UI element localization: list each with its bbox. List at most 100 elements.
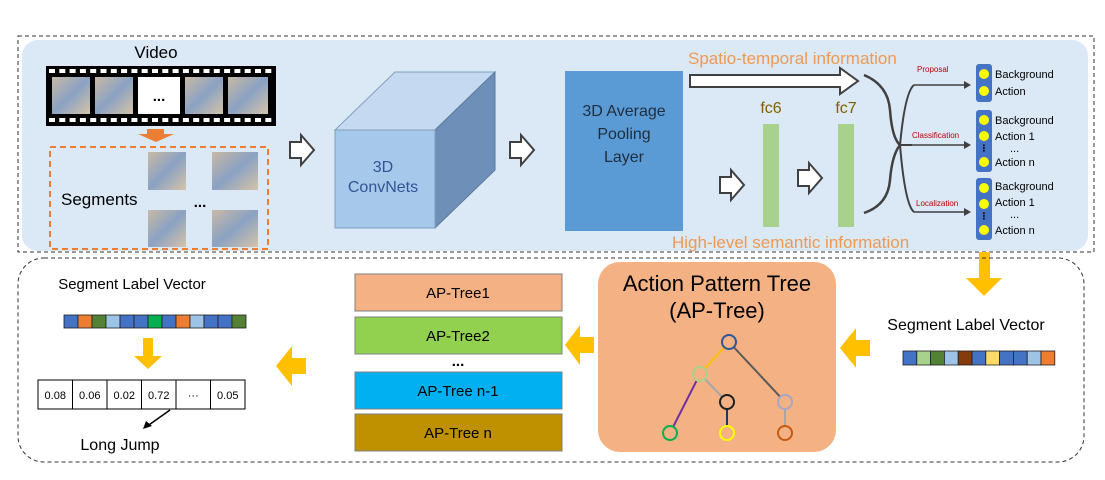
ap-tree-item-n-1-label: AP-Tree n-1 bbox=[417, 383, 498, 400]
localization-item-background: Background bbox=[995, 181, 1054, 193]
film-hole bbox=[49, 69, 55, 73]
tree-node bbox=[719, 394, 735, 410]
tree-node bbox=[692, 366, 708, 382]
film-hole bbox=[69, 69, 76, 73]
ap-tree-item-2 bbox=[354, 316, 563, 355]
fc6-to-fc7-arrow bbox=[797, 160, 824, 196]
spatio-temporal-label: Spatio-temporal information bbox=[688, 49, 897, 68]
proposal-item-action: Action bbox=[995, 86, 1026, 98]
segment-frame bbox=[148, 152, 186, 190]
film-hole bbox=[213, 69, 220, 73]
ap-tree-item-n-label: AP-Tree n bbox=[424, 425, 492, 442]
localization-item-action-n: Action n bbox=[995, 225, 1035, 237]
vector-cell bbox=[231, 314, 247, 329]
tree-node-leaf bbox=[777, 425, 793, 441]
segment-frame bbox=[212, 152, 258, 190]
top-panel bbox=[22, 40, 1088, 251]
video-ellipsis: ... bbox=[153, 88, 166, 105]
localization-arrowhead bbox=[964, 208, 971, 216]
pooling-label-line2: Pooling bbox=[597, 126, 650, 143]
vector-cell bbox=[971, 350, 987, 366]
segment-frame bbox=[212, 210, 258, 247]
vector-cell bbox=[189, 314, 205, 329]
film-hole bbox=[244, 118, 251, 122]
classification-item-action-n: Action n bbox=[995, 157, 1035, 169]
film-hole bbox=[100, 69, 107, 73]
film-hole bbox=[59, 118, 66, 122]
vector-cell bbox=[930, 350, 945, 366]
vector-cell bbox=[957, 350, 973, 366]
tree-node-leaf bbox=[662, 425, 678, 441]
vector-to-aptree-arrow bbox=[840, 328, 870, 368]
film-hole bbox=[110, 69, 117, 73]
film-hole bbox=[265, 118, 272, 122]
video-frame bbox=[52, 77, 90, 114]
brace-to-proposal bbox=[899, 84, 915, 146]
probability-cell bbox=[37, 379, 73, 410]
video-frame bbox=[185, 77, 223, 114]
proposal-dot-background bbox=[979, 69, 989, 79]
ap-tree-item-n-1 bbox=[354, 371, 563, 410]
film-hole bbox=[90, 69, 97, 73]
fc6-bar bbox=[763, 124, 779, 227]
segment-label-vector-left-title: Segment Label Vector bbox=[58, 276, 206, 293]
proposal-dot-action bbox=[979, 86, 989, 96]
list-to-probabilities-arrow bbox=[276, 346, 306, 386]
convnets-to-pooling-arrow bbox=[509, 132, 536, 168]
video-to-segments-arrow bbox=[138, 129, 174, 142]
film-hole bbox=[255, 69, 261, 73]
pooling-label-line1: 3D Average bbox=[582, 103, 665, 120]
ap-tree-item-n bbox=[354, 413, 563, 452]
probability-cell bbox=[175, 379, 211, 410]
film-hole bbox=[49, 118, 55, 122]
top-panel-border bbox=[17, 35, 1095, 253]
classification-item-ellipsis: ... bbox=[1010, 143, 1019, 155]
convnets-label-line2: ConvNets bbox=[348, 179, 418, 196]
pooling-to-fc6-arrow bbox=[719, 167, 746, 203]
video-film-strip: ... bbox=[46, 66, 276, 126]
vector-cell bbox=[119, 314, 135, 329]
segment-label-vector-right-title: Segment Label Vector bbox=[887, 317, 1045, 334]
vector-cell bbox=[133, 314, 149, 329]
convnets-label-line1: 3D bbox=[373, 159, 393, 176]
bottom-panel-border bbox=[17, 257, 1085, 463]
classification-dot bbox=[979, 157, 989, 167]
probability-cell bbox=[210, 379, 246, 410]
localization-item-action-1: Action 1 bbox=[995, 197, 1035, 209]
ap-tree-item-1 bbox=[354, 273, 563, 312]
vector-cell bbox=[1026, 350, 1042, 366]
tree-edge bbox=[669, 373, 701, 434]
film-hole bbox=[59, 69, 66, 73]
film-hole bbox=[182, 118, 189, 122]
aptree-graph bbox=[662, 334, 793, 441]
film-hole bbox=[79, 69, 86, 73]
pooling-layer-box bbox=[565, 71, 683, 231]
video-frame bbox=[228, 77, 268, 114]
probability-value: 0.05 bbox=[217, 390, 238, 402]
film-hole bbox=[172, 69, 179, 73]
convnets-cube bbox=[333, 70, 497, 230]
spatio-merge-curve bbox=[863, 73, 901, 146]
film-hole bbox=[152, 118, 158, 122]
probability-cell bbox=[72, 379, 108, 410]
localization-dot-ellipsis: ⋮ bbox=[980, 211, 989, 221]
localization-label: Localization bbox=[916, 199, 958, 208]
brace-to-localization bbox=[899, 144, 915, 213]
aptree-panel bbox=[598, 262, 836, 452]
vector-cell bbox=[175, 314, 191, 329]
segment-label-vector-right bbox=[902, 350, 1056, 366]
aptree-to-list-arrow bbox=[565, 325, 594, 365]
segments-to-convnets-arrow bbox=[289, 132, 316, 168]
proposal-item-background: Background bbox=[995, 69, 1054, 81]
vector-cell bbox=[999, 350, 1014, 366]
segments-label: Segments bbox=[61, 190, 138, 209]
classification-dot bbox=[979, 115, 989, 125]
vector-cell bbox=[1040, 350, 1056, 366]
vector-cell bbox=[902, 350, 918, 366]
semantic-merge-curve bbox=[863, 144, 902, 215]
aptree-title-line1: Action Pattern Tree bbox=[623, 271, 811, 296]
film-hole bbox=[141, 118, 148, 122]
vector-cell bbox=[203, 314, 219, 329]
